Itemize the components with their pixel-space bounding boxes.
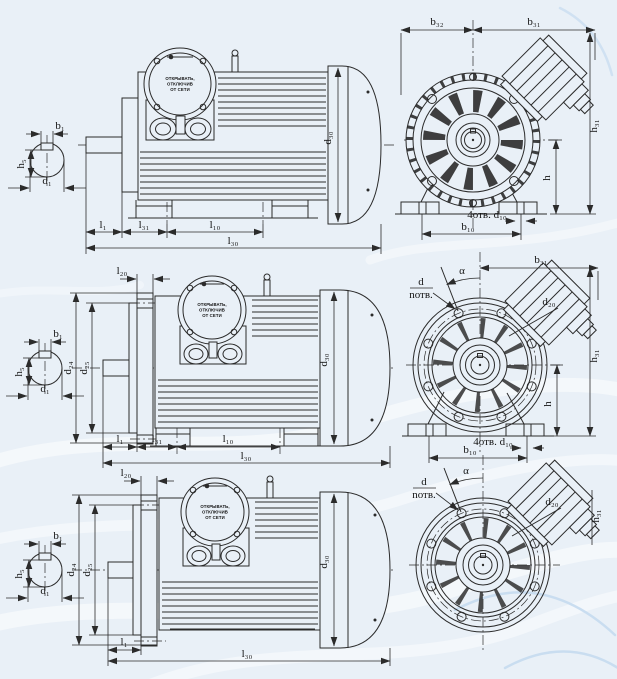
dim-label-l30-row2: l₃₀ — [241, 450, 252, 462]
row3-flange-mounted-motor: b₁ h₅ d₁ — [6, 455, 613, 666]
row3-side-dimensions: l₁ l₃₀ — [107, 578, 391, 666]
dim-label-d25-row3: d₂₅ — [81, 563, 93, 576]
dim-label-b32: b₃₂ — [430, 16, 443, 28]
dim-label-l31-row1: l₃₁ — [139, 219, 150, 231]
row2-end-view: b₃₁ α d nотв. d₂₀ h h₃₁ b₁₀ — [401, 252, 610, 463]
dim-label-b1-row1: b₁ — [55, 120, 65, 132]
dim-label-frac-n-row2: nотв. — [409, 289, 433, 301]
row1-foot-mounted-motor: b₁ h₅ d₁ — [8, 16, 607, 254]
dim-label-b10-row2: b₁₀ — [463, 444, 476, 456]
row2-shaft-key-section: b₁ h₅ d₁ — [6, 328, 84, 400]
row3-end-dimensions: α d nотв. d₂₀ h₃₁ — [412, 465, 602, 545]
row3-terminal-box: ОТКРЫВАТЬ, ОТКЛЮЧИВ ОТ СЕТИ — [180, 477, 250, 567]
row1-side-view: ОТКРЫВАТЬ, ОТКЛЮЧИВ ОТ СЕТИ d₃₀ — [78, 47, 394, 254]
row2-end-dimensions: b₃₁ α d nотв. d₂₀ h h₃₁ b₁₀ — [409, 254, 600, 463]
dim-label-b1-row2: b₁ — [53, 328, 63, 340]
row1-side-dimensions: l₁ l₃₁ l₁₀ l₃₀ — [85, 153, 382, 254]
dim-label-frac-d-row3: d — [421, 476, 427, 488]
dim-label-d1-row3: d₁ — [40, 585, 50, 597]
terminal-box-warning-line2: ОТКЛЮЧИВ — [167, 82, 193, 87]
dim-label-h-row2: h — [542, 401, 554, 407]
dim-label-frac-n-row3: nотв. — [412, 489, 436, 501]
row3-end-view: α d nотв. d₂₀ h₃₁ — [409, 455, 613, 650]
dim-label-l20-row3: l₂₀ — [121, 467, 132, 479]
terminal-box-warning-line2: ОТКЛЮЧИВ — [202, 510, 228, 515]
dim-label-l30-row3: l₃₀ — [242, 648, 253, 660]
dim-label-h-row1: h — [541, 175, 553, 181]
dim-label-alpha-row2: α — [459, 265, 465, 277]
dim-label-d24-row2: d₂₄ — [62, 361, 74, 374]
dim-label-d1-row2: d₁ — [40, 383, 50, 395]
terminal-box-warning-line3: ОТ СЕТИ — [202, 313, 222, 318]
dim-label-l31-row2: l₃₁ — [152, 433, 163, 445]
dim-label-b31-row2: b₃₁ — [534, 254, 547, 266]
dim-label-l10-row1: l₁₀ — [210, 219, 221, 231]
dim-label-d30-row1: d₃₀ — [322, 131, 334, 144]
terminal-box-warning-line3: ОТ СЕТИ — [170, 87, 190, 92]
terminal-box-warning-line1: ОТКРЫВАТЬ, — [165, 76, 194, 81]
row2-flange-foot-motor: b₁ h₅ d₁ — [6, 252, 610, 468]
dim-label-l20-row2: l₂₀ — [117, 265, 128, 277]
terminal-box-warning-line3: ОТ СЕТИ — [205, 515, 225, 520]
dim-label-h31-row2: h₃₁ — [588, 349, 600, 362]
dim-label-h5-row2: h₅ — [13, 367, 25, 377]
dim-label-b10-row1: b₁₀ — [461, 221, 474, 233]
row2-side-view: ОТКРЫВАТЬ, ОТКЛЮЧИВ ОТ СЕТИ d₃₀ — [62, 265, 396, 468]
dim-label-d20-row2: d₂₀ — [542, 296, 555, 308]
terminal-box-warning-line2: ОТКЛЮЧИВ — [199, 308, 225, 313]
dim-label-alpha-row3: α — [463, 465, 469, 477]
dim-label-d20-row3: d₂₀ — [545, 496, 558, 508]
row2-terminal-box: ОТКРЫВАТЬ, ОТКЛЮЧИВ ОТ СЕТИ — [177, 275, 247, 365]
terminal-box-warning-line1: ОТКРЫВАТЬ, — [197, 302, 226, 307]
dim-label-d24-row3: d₂₄ — [65, 563, 77, 576]
dim-label-d1-row1: d₁ — [42, 175, 52, 187]
terminal-box-warning-line1: ОТКРЫВАТЬ, — [200, 504, 229, 509]
row3-shaft-key-section: b₁ h₅ d₁ — [6, 530, 84, 602]
row2-flange-dimensions: l₂₀ d₂₄ d₂₅ — [62, 265, 170, 444]
row1-shaft-key-section: b₁ h₅ d₁ — [8, 120, 86, 192]
dim-label-d30-row3: d₃₀ — [318, 555, 330, 568]
dim-label-l1-row3: l₁ — [121, 636, 128, 648]
row1-end-view: b₃₂ b₃₁ h h₃₁ b₁₀ 4отв. d₁₀ — [394, 16, 607, 240]
dim-label-d25-row2: d₂₅ — [78, 361, 90, 374]
dim-label-b1-row3: b₁ — [53, 530, 63, 542]
dim-label-h31-row3: h₃₁ — [590, 509, 602, 522]
dim-label-h5-row3: h₅ — [13, 569, 25, 579]
row1-terminal-box: ОТКРЫВАТЬ, ОТКЛЮЧИВ ОТ СЕТИ — [143, 47, 217, 141]
dim-label-h31-row1: h₃₁ — [588, 119, 600, 132]
row1-end-dimensions: b₃₂ b₃₁ h h₃₁ b₁₀ 4отв. d₁₀ — [400, 16, 600, 240]
dim-label-l10-row2: l₁₀ — [223, 433, 234, 445]
dim-label-4otv-d10-row1: 4отв. d₁₀ — [467, 209, 507, 221]
dim-label-d30-row2: d₃₀ — [318, 353, 330, 366]
dim-label-l1-row1: l₁ — [100, 219, 107, 231]
dim-label-4otv-d10-row2: 4отв. d₁₀ — [473, 436, 513, 448]
row3-flange-dimensions: l₂₀ d₂₄ d₂₅ — [65, 467, 174, 646]
dim-label-l1-row2: l₁ — [117, 433, 124, 445]
dim-label-h5-row1: h₅ — [15, 159, 27, 169]
row2-side-dimensions: l₁ l₃₁ l₁₀ l₃₀ — [102, 376, 391, 468]
dim-label-l30-row1: l₃₀ — [228, 235, 239, 247]
dim-label-b31-row1: b₃₁ — [527, 16, 540, 28]
dim-label-frac-d-row2: d — [418, 276, 424, 288]
row3-side-view: ОТКРЫВАТЬ, ОТКЛЮЧИВ ОТ СЕТИ d₃₀ l₂₀ — [65, 467, 396, 666]
